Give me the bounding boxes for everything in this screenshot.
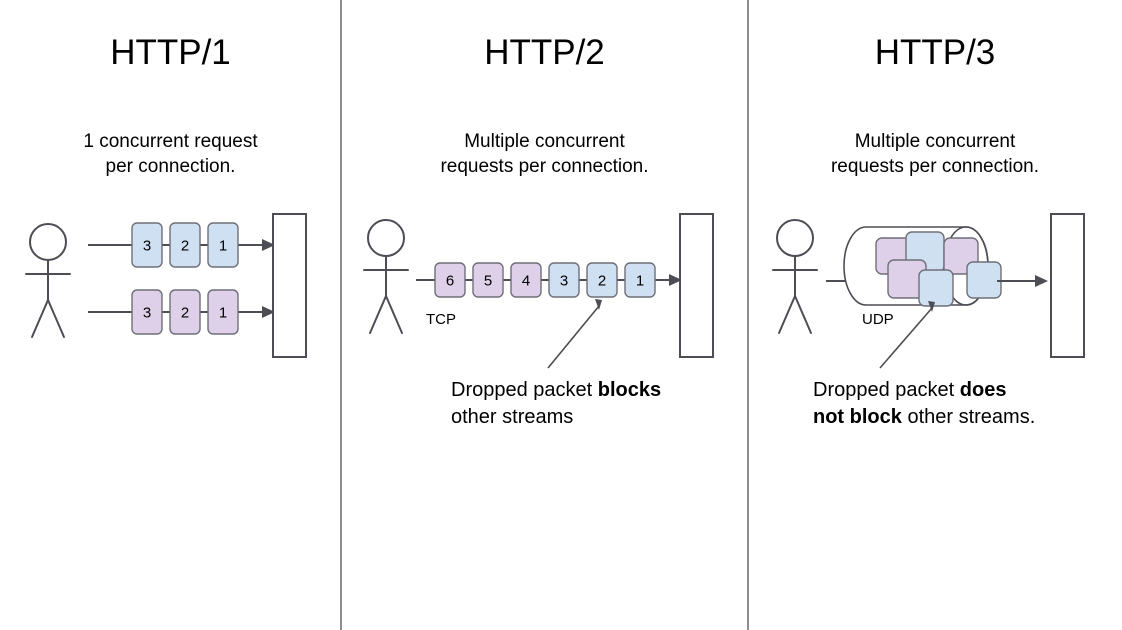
panel-http3-subtitle: Multiple concurrent requests per connect… <box>830 131 1040 177</box>
panel-http2-illustration: 6 5 4 3 2 1 <box>363 213 714 369</box>
panel-divider-2 <box>747 0 749 630</box>
stream-top-connector <box>88 239 275 251</box>
transport-label-tcp: TCP <box>426 311 456 328</box>
client-stick-figure-icon <box>772 219 818 334</box>
stream-bottom-connector <box>88 306 275 318</box>
client-stick-figure-icon <box>25 223 71 338</box>
packet-label: 2 <box>181 305 189 322</box>
packet-label: 3 <box>143 305 151 322</box>
packet-label: 2 <box>181 238 189 255</box>
annotation-arrow-icon <box>879 301 935 369</box>
packet-label: 1 <box>636 273 644 290</box>
packet-top-1: 1 <box>207 222 239 268</box>
server-rectangle-icon <box>1050 213 1085 358</box>
panel-divider-1 <box>340 0 342 630</box>
packet-5: 5 <box>472 262 504 298</box>
annotation-arrow-icon <box>547 299 602 369</box>
udp-packet-5 <box>918 269 954 307</box>
server-rectangle-icon <box>679 213 714 358</box>
packet-bottom-3: 3 <box>131 289 163 335</box>
packet-label: 3 <box>143 238 151 255</box>
server-rectangle-icon <box>272 213 307 358</box>
panel-http2: HTTP/2 Multiple concurrent requests per … <box>341 0 748 630</box>
transport-label-udp: UDP <box>862 311 894 328</box>
packet-bottom-2: 2 <box>169 289 201 335</box>
udp-packet-6 <box>966 261 1002 299</box>
panel-http1-subtitle: 1 concurrent request per connection. <box>83 131 258 177</box>
client-stick-figure-icon <box>363 219 409 334</box>
packet-label: 3 <box>560 273 568 290</box>
cylinder-to-server-arrow <box>997 275 1048 287</box>
packet-top-2: 2 <box>169 222 201 268</box>
arrow-right-icon <box>1035 275 1048 287</box>
panel-http3: HTTP/3 Multiple concurrent requests per … <box>748 0 1122 630</box>
packet-label: 4 <box>522 273 530 290</box>
packet-4: 4 <box>510 262 542 298</box>
panel-http1-illustration: 3 2 1 3 2 <box>25 213 307 358</box>
arrow-right-icon <box>262 306 275 318</box>
arrow-right-icon <box>262 239 275 251</box>
packet-top-3: 3 <box>131 222 163 268</box>
packet-label: 5 <box>484 273 492 290</box>
panel-http3-illustration <box>772 213 1085 369</box>
panel-http1-title: HTTP/1 <box>110 33 231 72</box>
packet-label: 1 <box>219 305 227 322</box>
packet-label: 6 <box>446 273 454 290</box>
packet-1: 1 <box>624 262 656 298</box>
panel-http1: HTTP/1 1 concurrent request per connecti… <box>0 0 341 630</box>
packet-6: 6 <box>434 262 466 298</box>
panel-http2-subtitle: Multiple concurrent requests per connect… <box>440 131 649 177</box>
packet-label: 2 <box>598 273 606 290</box>
packet-label: 1 <box>219 238 227 255</box>
arrow-right-icon <box>669 274 682 286</box>
panel-http2-title: HTTP/2 <box>484 33 605 72</box>
packet-2: 2 <box>586 262 618 298</box>
packet-bottom-1: 1 <box>207 289 239 335</box>
panel-http3-title: HTTP/3 <box>874 33 996 72</box>
packet-3: 3 <box>548 262 580 298</box>
